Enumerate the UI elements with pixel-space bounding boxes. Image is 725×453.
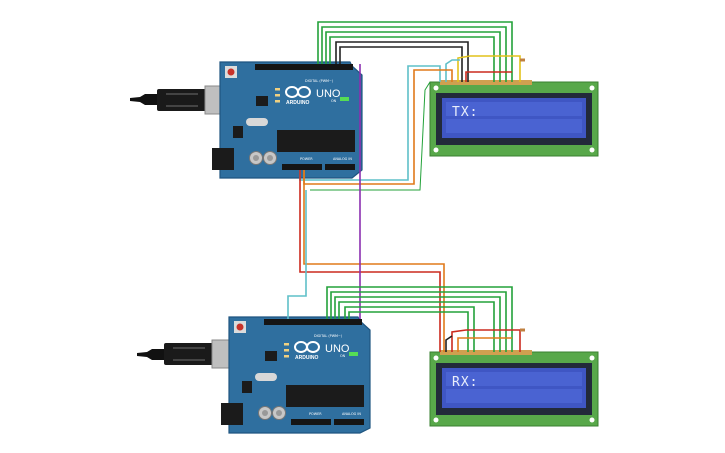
usb-cable-bottom [137, 339, 236, 369]
power-header-label: POWER [300, 157, 313, 161]
arduino-top[interactable]: ARDUINO UNO ON DIGITAL (PWM~) POWER ANAL… [130, 61, 363, 179]
lcd-text-top: TX: [452, 105, 478, 120]
brand-text: ARDUINO [286, 100, 309, 106]
lcd-bottom[interactable]: RX: [429, 350, 599, 427]
lcd-text-bottom: RX: [452, 375, 478, 390]
lcd-top[interactable]: TX: [429, 80, 599, 157]
atmega-chip-top [277, 130, 355, 152]
usb-cable-top [130, 85, 229, 115]
lcd-pins-top[interactable] [440, 80, 532, 85]
digital-header-top[interactable] [255, 64, 353, 70]
arduino-bottom[interactable]: ARDUINO UNO ON DIGITAL (PWM~) POWER ANAL… [137, 316, 371, 434]
power-header-bottom[interactable] [291, 419, 331, 425]
analog-header-label: ANALOG IN [333, 157, 352, 161]
analog-header-top[interactable] [325, 164, 355, 170]
analog-header-label: ANALOG IN [342, 412, 361, 416]
power-header-top[interactable] [282, 164, 322, 170]
digital-header-label: DIGITAL (PWM~) [305, 79, 334, 83]
model-text: UNO [325, 343, 350, 355]
lcd-pins-bottom[interactable] [440, 350, 532, 355]
model-text: UNO [316, 88, 341, 100]
analog-header-bottom[interactable] [334, 419, 364, 425]
brand-text: ARDUINO [295, 355, 318, 361]
wires-bottom [326, 286, 525, 352]
power-header-label: POWER [309, 412, 322, 416]
wires-top [299, 21, 525, 191]
on-label: ON [340, 354, 346, 358]
digital-header-bottom[interactable] [264, 319, 362, 325]
atmega-chip-bottom [286, 385, 364, 407]
arduino-logo-top: ARDUINO UNO ON [285, 86, 341, 106]
digital-header-label: DIGITAL (PWM~) [314, 334, 343, 338]
on-label: ON [331, 99, 337, 103]
arduino-logo-bottom: ARDUINO UNO ON [294, 341, 350, 361]
